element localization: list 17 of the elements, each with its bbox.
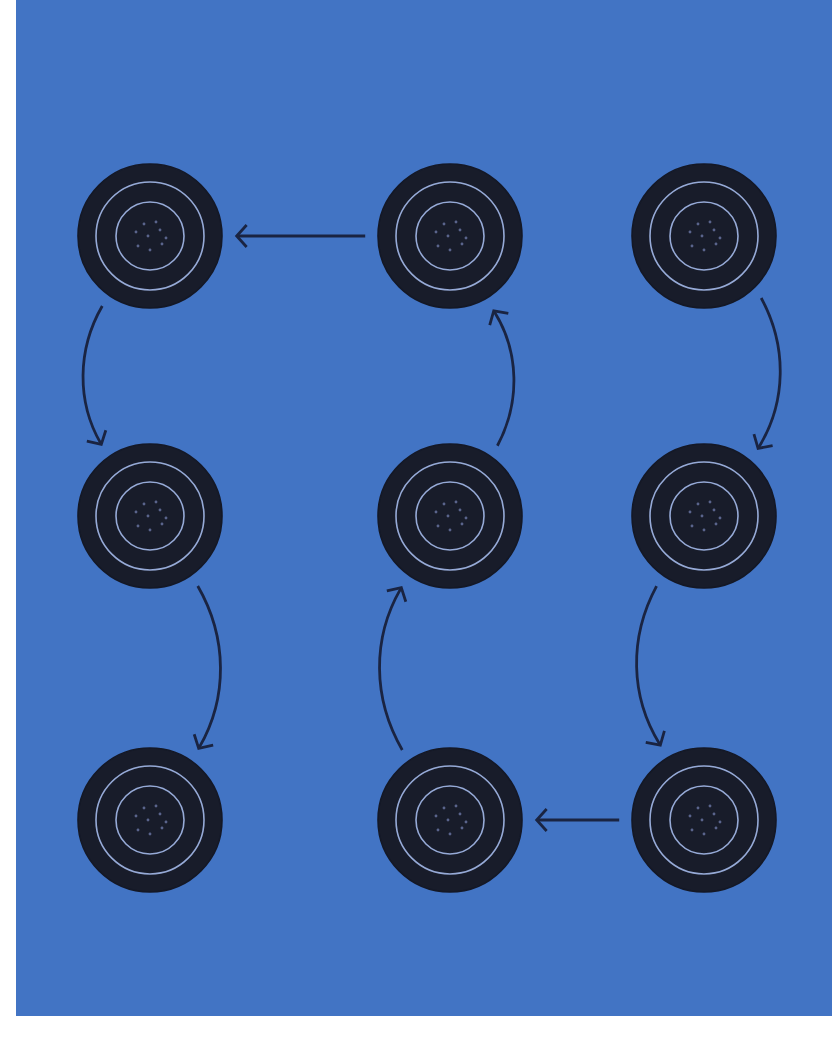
- arrow: [378, 586, 408, 751]
- target-circle: [377, 163, 523, 309]
- target-circle: [631, 747, 777, 893]
- target-circle: [631, 443, 777, 589]
- target-circle: [77, 443, 223, 589]
- arrow: [81, 305, 108, 446]
- target-circle: [77, 163, 223, 309]
- target-circle: [77, 747, 223, 893]
- arrow: [752, 297, 782, 450]
- target-circle: [377, 747, 523, 893]
- target-circle: [631, 163, 777, 309]
- arrow: [488, 309, 516, 447]
- arrow: [635, 585, 666, 747]
- arrow: [234, 224, 366, 248]
- arrow: [192, 585, 222, 750]
- target-circle: [377, 443, 523, 589]
- arrow: [534, 808, 620, 832]
